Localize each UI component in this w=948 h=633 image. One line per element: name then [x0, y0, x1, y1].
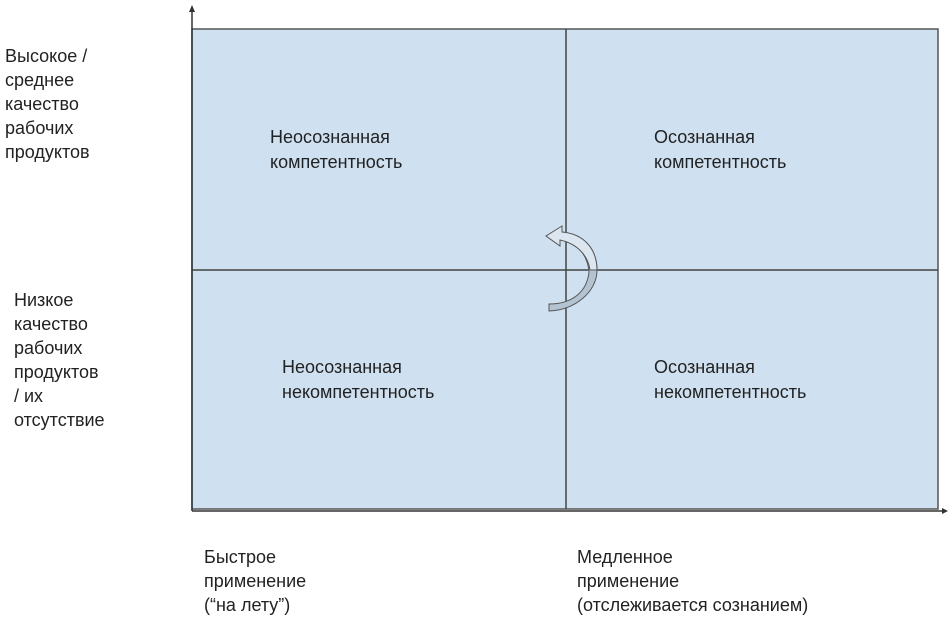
x-label-slow: Медленное применение (отслеживается созн…	[577, 547, 809, 615]
x-label-fast: Быстрое применение (“на лету”)	[204, 547, 307, 615]
y-label-high: Высокое / среднее качество рабочих проду…	[5, 46, 90, 162]
quadrant-top-right: Осознанная компетентность	[654, 127, 787, 172]
curved-arrow-icon	[545, 225, 598, 312]
y-label-low: Низкое качество рабочих продуктов / их о…	[14, 290, 105, 430]
y-axis-arrow-icon	[189, 5, 195, 12]
x-axis-arrow-icon	[942, 508, 948, 514]
quadrant-bottom-left: Неосознанная некомпетентность	[282, 357, 435, 402]
quadrant-bottom-right: Осознанная некомпетентность	[654, 357, 807, 402]
quadrant-grid	[191, 28, 939, 510]
quadrant-top-left: Неосознанная компетентность	[270, 127, 403, 172]
